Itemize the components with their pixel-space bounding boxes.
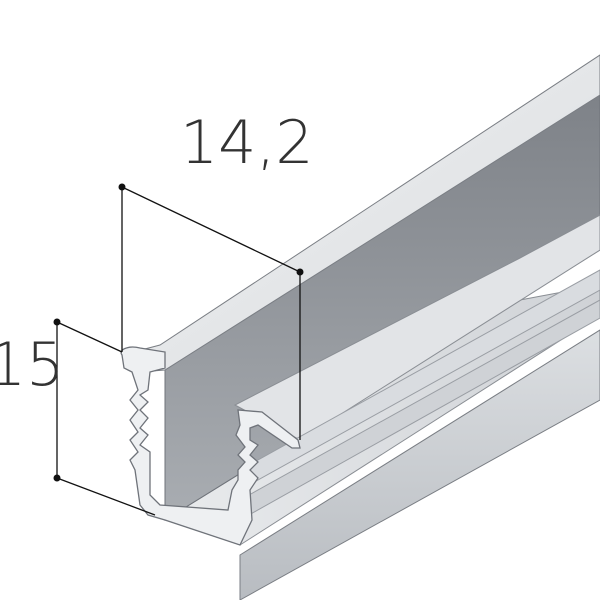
profile-cross-section [120,346,301,546]
dim-height-dot-top [53,318,61,326]
dim-height-dot-bottom [53,474,61,482]
dim-height-label: 15 [0,330,64,400]
dim-width-dot-left [118,183,126,191]
profile-body [121,54,600,600]
profile-outer-side [239,329,600,600]
dim-width-label: 14,2 [180,108,314,178]
dim-width-dot-right [296,268,304,276]
dim-height-ext-bottom [56,477,156,516]
dimension-height: 15 [0,318,156,516]
dimension-width: 14,2 [118,108,314,440]
dim-height-ext-top [56,321,123,353]
dim-width-line [121,186,301,273]
